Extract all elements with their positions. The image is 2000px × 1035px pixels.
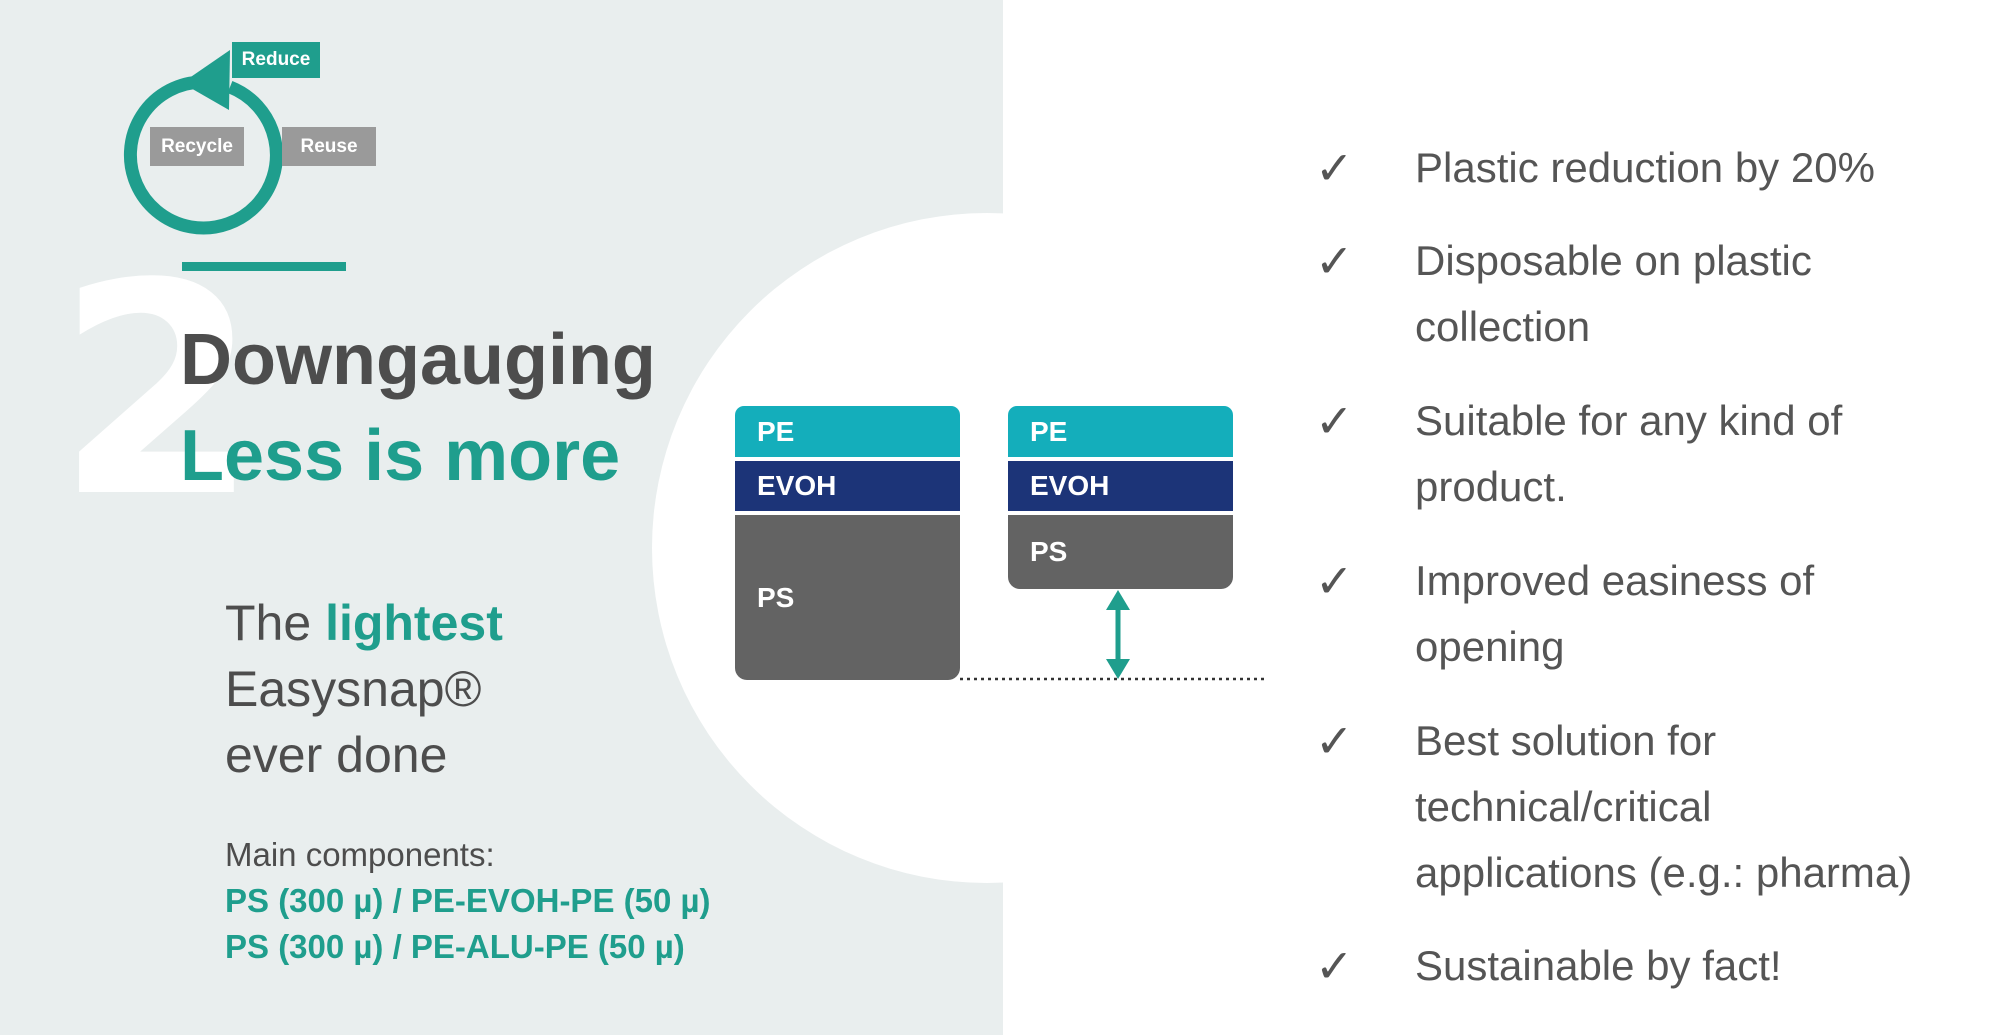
check-icon: ✓: [1315, 141, 1354, 195]
benefit-text: Disposable on plastic collection: [1415, 228, 1812, 360]
benefit-text-line: technical/critical: [1415, 783, 1712, 830]
section-number: 2: [56, 221, 260, 561]
ps-layer: PS: [735, 515, 960, 680]
benefit-text-line: Suitable for any kind of: [1415, 397, 1843, 444]
pe-layer: PE: [735, 406, 960, 457]
component-spec-1: PS (300 µ) / PE-EVOH-PE (50 µ): [225, 882, 711, 919]
tagline-highlight: lightest: [325, 595, 503, 651]
check-icon: ✓: [1315, 554, 1354, 608]
benefit-text: Improved easiness of opening: [1415, 548, 1814, 680]
page-subtitle: Less is more: [180, 416, 621, 496]
pe-layer: PE: [1008, 406, 1233, 457]
tagline-prefix: The: [225, 595, 326, 651]
benefit-text: Plastic reduction by 20%: [1415, 135, 1875, 201]
ps-layer: PS: [1008, 515, 1233, 589]
benefit-text-line: Sustainable by fact!: [1415, 942, 1782, 989]
benefit-text: Sustainable by fact!: [1415, 933, 1782, 999]
tagline-line-2: Easysnap®: [225, 661, 482, 717]
check-icon: ✓: [1315, 394, 1354, 448]
benefit-text-line: applications (e.g.: pharma): [1415, 849, 1913, 896]
benefit-text-line: Plastic reduction by 20%: [1415, 144, 1875, 191]
page-title: Downgauging: [180, 320, 656, 400]
components-label: Main components:: [225, 836, 495, 873]
benefit-text-line: Best solution for: [1415, 717, 1717, 764]
benefit-text-line: collection: [1415, 303, 1591, 350]
benefit-text: Suitable for any kind of product.: [1415, 388, 1842, 520]
check-icon: ✓: [1315, 714, 1354, 768]
recycle-cycle-icon: [123, 50, 283, 235]
evoh-layer: EVOH: [1008, 461, 1233, 511]
benefit-text-line: Disposable on plastic: [1415, 237, 1812, 284]
thickness-reduction-arrow: [960, 590, 1265, 681]
benefit-text: Best solution for technical/critical appli…: [1415, 708, 1912, 906]
reduce-label: Reduce: [232, 42, 320, 78]
recycle-label: Recycle: [150, 127, 244, 166]
tagline-line-3: ever done: [225, 727, 448, 783]
component-spec-2: PS (300 µ) / PE-ALU-PE (50 µ): [225, 928, 685, 965]
main-components: Main components: PS (300 µ) / PE-EVOH-PE…: [225, 832, 711, 970]
reuse-label: Reuse: [282, 127, 376, 166]
tagline: The lightest Easysnap® ever done: [225, 590, 503, 788]
benefit-text-line: Improved easiness of: [1415, 557, 1815, 604]
check-icon: ✓: [1315, 234, 1354, 288]
benefit-text-line: product.: [1415, 463, 1567, 510]
evoh-layer: EVOH: [735, 461, 960, 511]
divider-rule: [182, 262, 346, 271]
benefit-text-line: opening: [1415, 623, 1565, 670]
check-icon: ✓: [1315, 939, 1354, 993]
